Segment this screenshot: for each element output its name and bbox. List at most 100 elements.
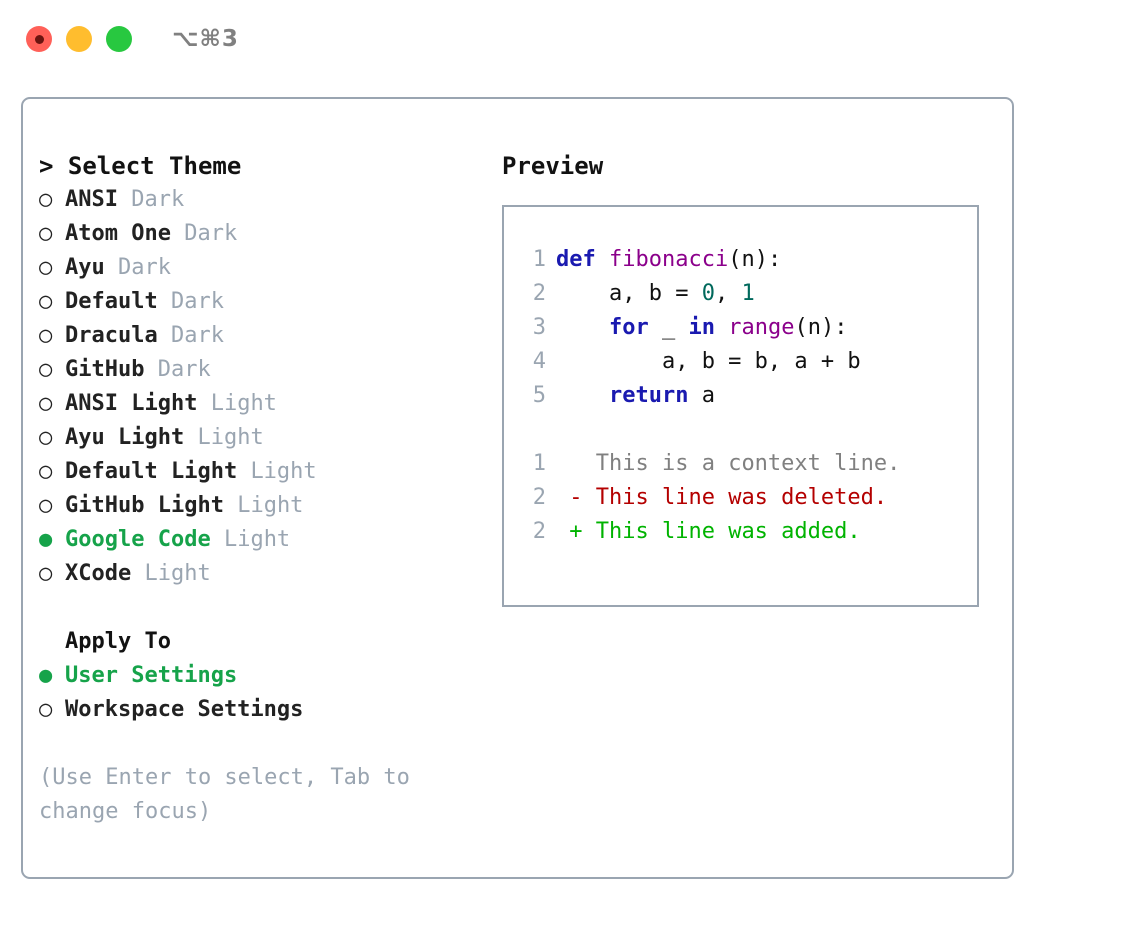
panel-columns: > Select Theme ○ANSI Dark○Atom One Dark○… xyxy=(23,99,1012,877)
code-line-text: def fibonacci(n): xyxy=(556,243,781,277)
theme-option-row[interactable]: ○GitHub Dark xyxy=(39,353,489,387)
code-token xyxy=(556,315,609,340)
maximize-button[interactable] xyxy=(106,26,132,52)
apply-to-option-label: Workspace Settings xyxy=(65,697,304,722)
code-token: 0 xyxy=(701,281,715,306)
preview-heading: Preview xyxy=(502,152,604,180)
code-line-number: 4 xyxy=(532,349,546,374)
code-line-text: a, b = 0, 1 xyxy=(556,277,755,311)
keyboard-shortcut-label: ⌥⌘3 xyxy=(172,26,239,52)
code-line: 4 a, b = b, a + b xyxy=(504,345,977,379)
main-panel: > Select Theme ○ANSI Dark○Atom One Dark○… xyxy=(21,97,1014,879)
minimize-button[interactable] xyxy=(66,26,92,52)
theme-option-gap xyxy=(158,319,171,353)
theme-option-label: Ayu xyxy=(65,255,105,280)
theme-option-row[interactable]: ○Default Dark xyxy=(39,285,489,319)
theme-option-gap xyxy=(197,387,210,421)
theme-option-kind-badge: Dark xyxy=(157,357,211,382)
theme-option-row[interactable]: ○ Ayu Light Light xyxy=(39,421,489,455)
theme-option-row[interactable]: ○Default Light Light xyxy=(39,455,489,489)
theme-option-row[interactable]: ○ GitHub Light Light xyxy=(39,489,489,523)
diff-line-number: 2 xyxy=(532,485,546,510)
radio-unselected-icon[interactable]: ○ xyxy=(39,221,53,246)
theme-option-row[interactable]: ○Atom One Dark xyxy=(39,217,489,251)
radio-unselected-icon[interactable]: ○ xyxy=(39,323,53,348)
code-line-number: 2 xyxy=(532,281,546,306)
apply-to-option-row[interactable]: ● User Settings xyxy=(39,659,489,693)
theme-option-kind-badge: Light xyxy=(237,493,304,518)
code-token: def xyxy=(556,247,609,272)
theme-option-label: XCode xyxy=(65,561,132,586)
radio-unselected-icon[interactable]: ○ xyxy=(39,255,53,280)
theme-option-label: Dracula xyxy=(65,323,158,348)
code-token: fibonacci xyxy=(608,247,729,272)
code-diff-spacer xyxy=(504,413,977,447)
code-line: 5 return a xyxy=(504,379,977,413)
radio-selected-icon[interactable]: ● xyxy=(39,663,53,688)
theme-option-gap xyxy=(105,251,118,285)
radio-unselected-icon[interactable]: ○ xyxy=(39,391,53,416)
theme-option-row[interactable]: ○Ayu Dark xyxy=(39,251,489,285)
theme-option-row[interactable]: ●Google Code Light xyxy=(39,523,489,557)
theme-option-kind-badge: Dark xyxy=(131,187,185,212)
code-line: 2 a, b = 0, 1 xyxy=(504,277,977,311)
radio-unselected-icon[interactable]: ○ xyxy=(39,459,53,484)
radio-unselected-icon[interactable]: ○ xyxy=(39,289,53,314)
theme-option-label: Ayu Light xyxy=(65,425,185,450)
diff-sign: + xyxy=(556,519,583,544)
radio-unselected-icon[interactable]: ○ xyxy=(39,187,53,212)
theme-option-gap xyxy=(237,455,250,489)
theme-option-gap xyxy=(171,217,184,251)
theme-option-gap xyxy=(224,489,237,523)
theme-option-label: ANSI Light xyxy=(65,391,198,416)
diff-line-number: 2 xyxy=(532,519,546,544)
radio-unselected-icon[interactable]: ○ xyxy=(39,357,53,382)
radio-unselected-icon[interactable]: ○ xyxy=(39,697,53,722)
radio-unselected-icon[interactable]: ○ xyxy=(39,561,53,586)
code-token: a xyxy=(688,383,715,408)
theme-option-row[interactable]: ○ Dracula Dark xyxy=(39,319,489,353)
apply-to-heading: Apply To xyxy=(65,629,171,654)
code-line-text: return a xyxy=(556,379,715,413)
radio-selected-icon[interactable]: ● xyxy=(39,527,53,552)
theme-option-label: GitHub Light xyxy=(65,493,224,518)
radio-unselected-icon[interactable]: ○ xyxy=(39,425,53,450)
theme-option-row[interactable]: ○ANSI Dark xyxy=(39,183,489,217)
radio-unselected-icon[interactable]: ○ xyxy=(39,493,53,518)
theme-option-kind-badge: Dark xyxy=(184,221,238,246)
theme-option-kind-badge: Light xyxy=(223,527,291,552)
diff-sign: - xyxy=(556,485,583,510)
diff-line-text: This line was deleted. xyxy=(582,485,888,510)
theme-option-label: Default Light xyxy=(65,459,238,484)
code-token: return xyxy=(608,383,689,408)
code-token: a, b = b, a + b xyxy=(556,349,861,374)
theme-option-gap xyxy=(211,523,224,557)
diff-sign xyxy=(556,447,583,481)
list-spacer xyxy=(39,591,489,625)
code-token: in xyxy=(688,315,715,340)
theme-option-row[interactable]: ○XCode Light xyxy=(39,557,489,591)
theme-option-row[interactable]: ○ ANSI Light Light xyxy=(39,387,489,421)
apply-to-list: ● User Settings ○ Workspace Settings xyxy=(39,659,489,727)
theme-option-gap xyxy=(131,557,144,591)
code-token: for xyxy=(608,315,649,340)
select-theme-heading: > Select Theme xyxy=(39,149,489,183)
code-token xyxy=(715,315,728,340)
apply-to-option-row[interactable]: ○ Workspace Settings xyxy=(39,693,489,727)
select-theme-heading-label: Select Theme xyxy=(67,152,242,180)
code-token: range xyxy=(728,315,795,340)
code-line-number: 3 xyxy=(532,315,546,340)
theme-list: ○ANSI Dark○Atom One Dark○Ayu Dark○Defaul… xyxy=(39,183,489,591)
theme-selector-column: > Select Theme ○ANSI Dark○Atom One Dark○… xyxy=(39,149,489,829)
apply-to-option-label: User Settings xyxy=(65,663,238,688)
close-button[interactable] xyxy=(26,26,52,52)
theme-option-gap xyxy=(158,285,171,319)
theme-option-label: Default xyxy=(65,289,158,314)
code-token: , xyxy=(714,281,742,306)
diff-line: 2 + This line was added. xyxy=(504,515,977,549)
theme-option-kind-badge: Light xyxy=(210,391,277,416)
theme-option-kind-badge: Dark xyxy=(170,323,224,348)
theme-option-kind-badge: Light xyxy=(197,425,264,450)
